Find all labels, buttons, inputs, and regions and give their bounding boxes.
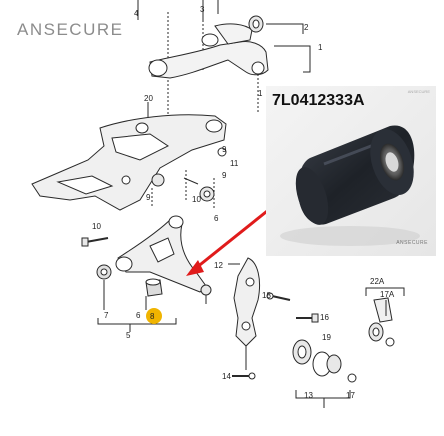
subframe-hardware xyxy=(151,147,227,208)
callout-6: 6 xyxy=(136,311,141,320)
ball-joint xyxy=(368,322,395,347)
callout-9b: 9 xyxy=(222,171,227,180)
callout-13: 13 xyxy=(304,391,313,400)
callout-18: 18 xyxy=(262,291,271,300)
callout-14: 14 xyxy=(222,372,231,381)
brand-logo: ANSECURE xyxy=(17,20,124,39)
callout-7: 7 xyxy=(104,311,109,320)
callout-8: 8 xyxy=(150,312,155,321)
bolt-16 xyxy=(296,313,319,323)
part-number: 7L0412333A xyxy=(272,92,365,109)
photo-watermark: ANSECURE xyxy=(396,240,428,246)
callout-12: 12 xyxy=(214,261,223,270)
wheel-hub xyxy=(292,339,357,408)
callout-5: 5 xyxy=(126,331,131,340)
callout-3: 3 xyxy=(200,5,205,14)
callout-19: 19 xyxy=(322,333,331,342)
callout-17a: 17A xyxy=(380,290,395,299)
callout-10b: 10 xyxy=(192,195,201,204)
bolt xyxy=(81,237,109,247)
upper-control-arm xyxy=(148,23,269,79)
callout-20: 20 xyxy=(144,94,153,103)
upper-bushing xyxy=(248,15,264,33)
tie-rod-end xyxy=(365,287,405,323)
callout-10a: 10 xyxy=(92,222,101,231)
photo-corner-mark: ANSECURE xyxy=(407,89,430,94)
callout-9a: 9 xyxy=(222,145,227,154)
callout-2: 2 xyxy=(304,23,309,32)
product-photo: 7L0412333A ANSECURE xyxy=(266,86,436,256)
callout-4: 4 xyxy=(134,9,139,18)
callout-9c: 9 xyxy=(146,193,151,202)
subframe xyxy=(31,114,227,211)
callout-1: 1 xyxy=(318,43,323,52)
bolt-18 xyxy=(266,292,291,301)
bushing-8 xyxy=(145,278,163,310)
bolt-14 xyxy=(232,372,256,380)
bushing-photo xyxy=(280,125,420,246)
callout-16: 16 xyxy=(320,313,329,322)
callout-1b: 1 xyxy=(258,89,263,98)
highlight-circle xyxy=(146,308,162,324)
callout-22a: 22A xyxy=(370,277,385,286)
lower-control-arm xyxy=(115,215,212,304)
callout-6b: 6 xyxy=(214,214,219,223)
callout-11: 11 xyxy=(230,159,239,168)
callout-17: 17 xyxy=(346,391,355,400)
steering-knuckle xyxy=(228,257,261,370)
bushing-7 xyxy=(96,264,112,310)
